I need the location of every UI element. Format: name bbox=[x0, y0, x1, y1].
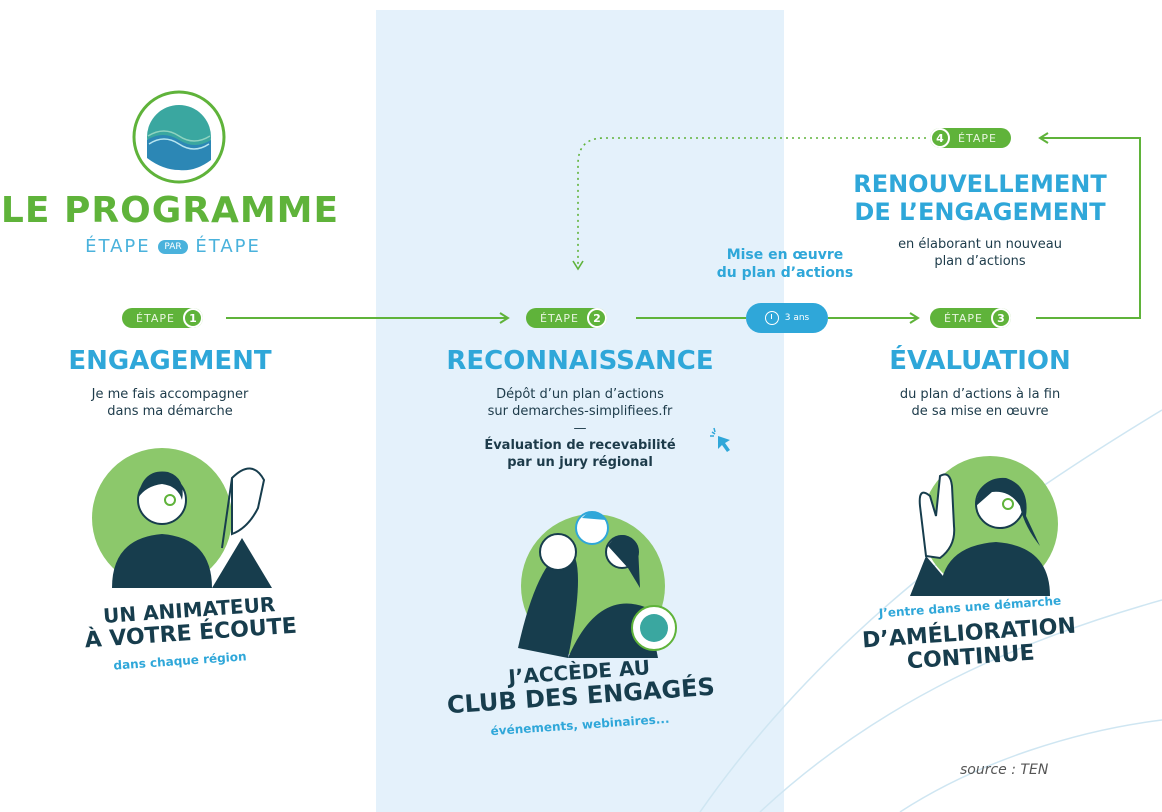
step-number: 1 bbox=[182, 308, 203, 328]
step-2-title: RECONNAISSANCE bbox=[446, 346, 714, 376]
step-1-pill: ÉTAPE 1 bbox=[122, 308, 203, 328]
club-illustration bbox=[518, 511, 677, 658]
arrow-step3-to-step4 bbox=[1036, 137, 1141, 319]
decorative-wave bbox=[699, 409, 1162, 812]
implementation-label: Mise en œuvre du plan d’actions bbox=[716, 247, 854, 281]
arrowhead-icon bbox=[572, 260, 584, 271]
program-title: LE PROGRAMME bbox=[0, 190, 340, 231]
step-3-pill: ÉTAPE 3 bbox=[930, 308, 1011, 328]
step-4-pill: 4 ÉTAPE bbox=[930, 128, 1011, 148]
dotted-arrow-step4-to-step2 bbox=[577, 137, 926, 268]
program-subtitle: ÉTAPE PAR ÉTAPE bbox=[85, 236, 261, 257]
decorative-wave bbox=[759, 599, 1162, 812]
step-1-title: ENGAGEMENT bbox=[68, 346, 272, 376]
step-2-pill: ÉTAPE 2 bbox=[526, 308, 607, 328]
arrowhead-icon bbox=[909, 312, 920, 324]
cursor-click-icon bbox=[710, 427, 730, 452]
step-number: 2 bbox=[586, 308, 607, 328]
step-1-description: Je me fais accompagner dans ma démarche bbox=[91, 387, 249, 419]
duration-badge: 3 ans bbox=[746, 303, 828, 333]
step-4-title: RENOUVELLEMENT DE L’ENGAGEMENT bbox=[853, 170, 1107, 226]
step-number: 3 bbox=[990, 308, 1011, 328]
step-3-description: du plan d’actions à la fin de sa mise en… bbox=[899, 387, 1061, 419]
decorative-wave bbox=[899, 719, 1162, 812]
step-3-title: ÉVALUATION bbox=[889, 346, 1071, 376]
step-4-description: en élaborant un nouveau plan d’actions bbox=[898, 237, 1062, 269]
step-2-description: Dépôt d’un plan d’actions sur demarches-… bbox=[484, 387, 676, 470]
evaluation-illustration bbox=[910, 456, 1058, 596]
step-number: 4 bbox=[930, 128, 950, 148]
animator-illustration bbox=[92, 448, 272, 588]
par-badge: PAR bbox=[158, 240, 188, 254]
arrowhead-icon bbox=[1038, 132, 1049, 144]
stopwatch-icon bbox=[764, 311, 779, 325]
territoires-engages-logo bbox=[132, 90, 226, 184]
source-caption: source : TEN bbox=[960, 762, 1049, 778]
arrowhead-icon bbox=[499, 312, 510, 324]
center-panel-background bbox=[376, 10, 784, 812]
